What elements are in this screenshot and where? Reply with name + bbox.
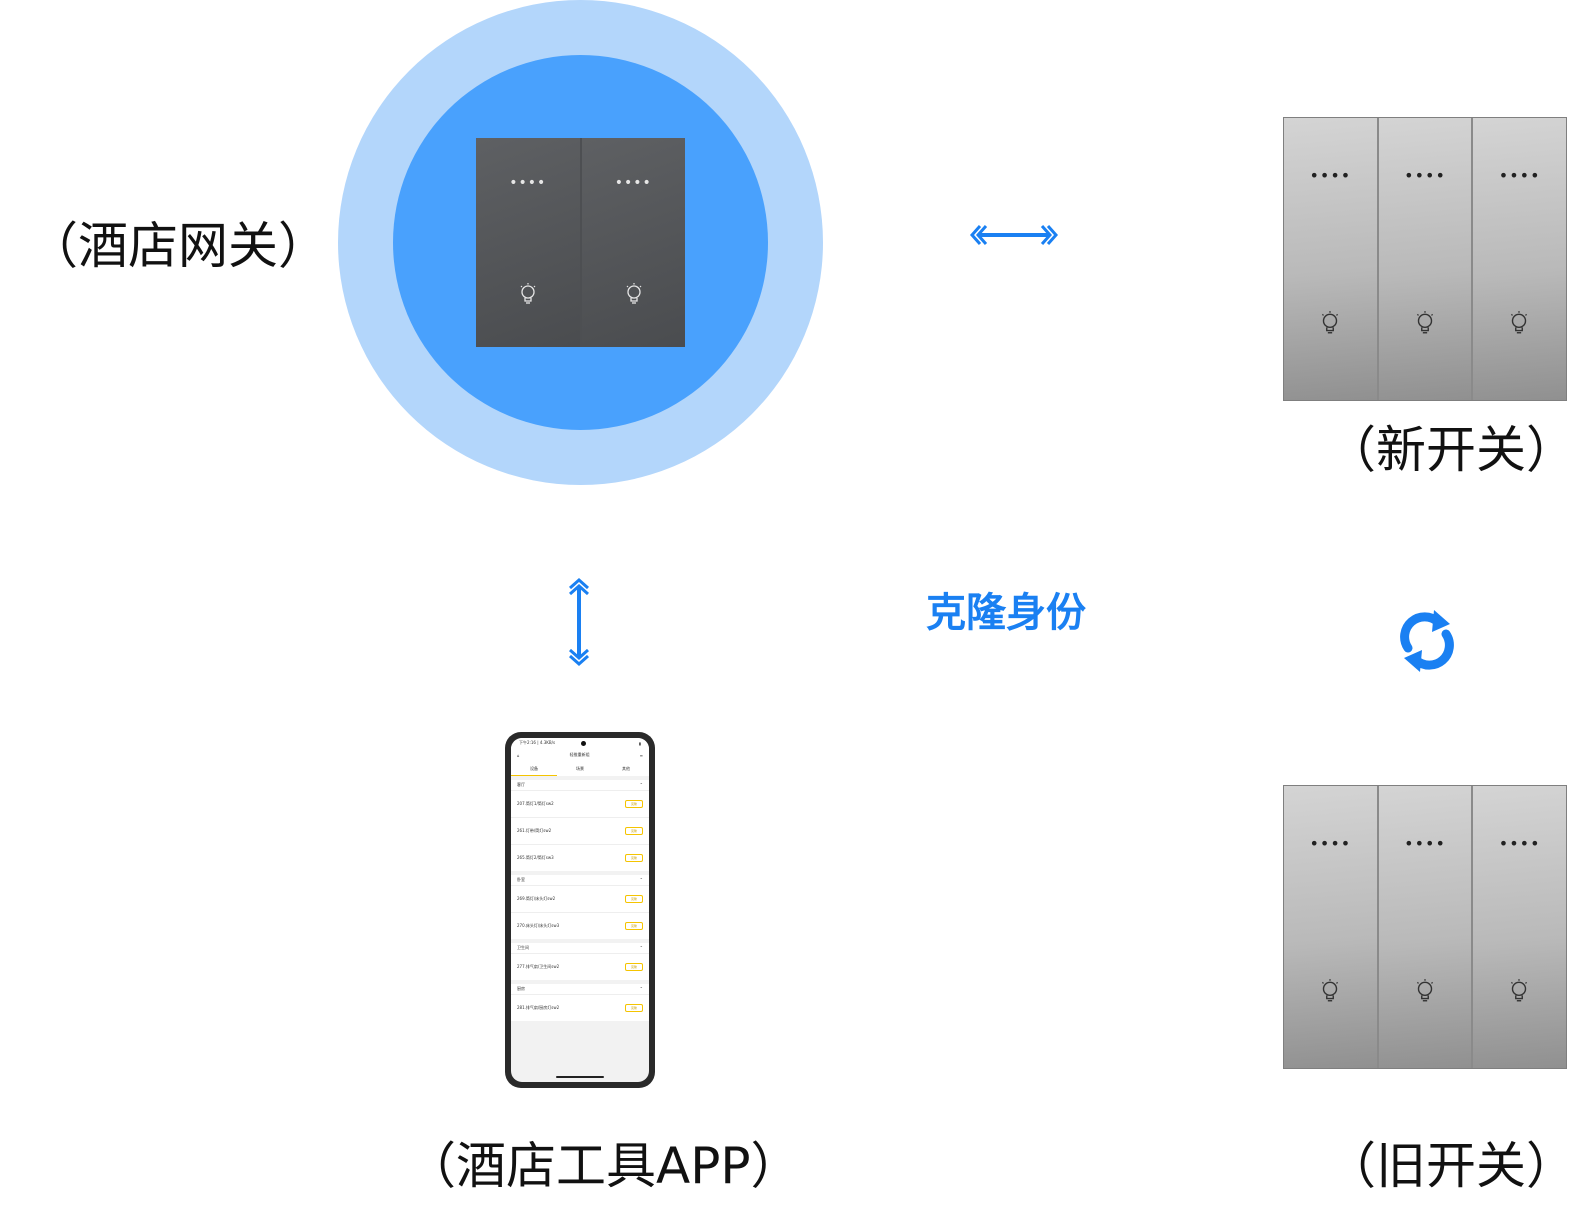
room-section: 厨房 ⌃ 281.排气扇/厨房灯sw2 克隆 xyxy=(511,984,649,1021)
home-indicator xyxy=(556,1076,604,1078)
bulb-icon xyxy=(626,283,641,304)
indicator-dots: •••• xyxy=(509,175,547,191)
old-switch-label: （旧开关） xyxy=(1326,1137,1576,1195)
bulb-icon xyxy=(1321,979,1339,1002)
phone-screen: 下午2:16 | 4.3KB/s ▮ ⌂ 轻推重新组 ≡ 设备 场景 其他 客厅… xyxy=(511,738,649,1082)
sync-icon xyxy=(1400,610,1454,672)
indicator-dots: •••• xyxy=(1498,834,1541,853)
bulb-icon xyxy=(1511,311,1528,334)
chevron-up-icon[interactable]: ⌃ xyxy=(639,945,643,950)
room-name: 客厅 xyxy=(517,782,525,787)
bulb-icon xyxy=(1416,311,1433,334)
app-title: 轻推重新组 xyxy=(569,752,590,757)
old-switch-key: •••• xyxy=(1473,786,1567,1068)
clone-identity-label: 克隆身份 xyxy=(926,590,1086,636)
new-switch-key: •••• xyxy=(1378,118,1472,400)
room-name: 卧室 xyxy=(517,877,525,882)
double-arrow-vertical-icon xyxy=(569,577,589,667)
bulb-icon xyxy=(1416,979,1433,1002)
list-item: 270.床头灯/床头灯sw3 克隆 xyxy=(511,912,649,939)
indicator-dots: •••• xyxy=(1309,834,1352,853)
tab-devices[interactable]: 设备 xyxy=(511,762,557,776)
gateway-switch-key-left: •••• xyxy=(476,138,580,347)
battery-icon: ▮ xyxy=(638,740,641,746)
new-switch-key: •••• xyxy=(1284,118,1377,400)
menu-icon[interactable]: ≡ xyxy=(639,752,643,758)
room-section: 卫生间 ⌃ 277.排气扇/卫生间sw2 克隆 xyxy=(511,943,649,980)
room-section: 卧室 ⌃ 269.筒灯/床头灯sw2 克隆 270.床头灯/床头灯sw3 克隆 xyxy=(511,875,649,939)
double-arrow-horizontal-icon xyxy=(969,225,1059,245)
status-time: 下午2:16 | 4.3KB/s xyxy=(519,740,556,745)
new-switch: •••• •••• •••• xyxy=(1283,117,1567,401)
indicator-dots: •••• xyxy=(1404,166,1446,185)
device-name: 270.床头灯/床头灯sw3 xyxy=(517,923,560,928)
gateway-switch-key-right: •••• xyxy=(581,138,685,347)
clone-button[interactable]: 克隆 xyxy=(624,963,643,971)
tab-scenes[interactable]: 场景 xyxy=(576,766,584,771)
room-name: 卫生间 xyxy=(517,945,529,950)
hotel-tool-app-phone: 下午2:16 | 4.3KB/s ▮ ⌂ 轻推重新组 ≡ 设备 场景 其他 客厅… xyxy=(505,732,655,1088)
clone-button[interactable]: 克隆 xyxy=(624,854,643,862)
app-tabs: 设备 场景 其他 xyxy=(511,762,649,776)
chevron-up-icon[interactable]: ⌃ xyxy=(639,782,643,787)
home-icon[interactable]: ⌂ xyxy=(517,752,520,758)
list-item: 207.筒灯1/筒灯sw2 克隆 xyxy=(511,790,649,817)
room-name: 厨房 xyxy=(517,986,525,991)
gateway-switch: •••• •••• xyxy=(476,138,685,347)
bulb-icon xyxy=(1321,311,1339,334)
list-item: 277.排气扇/卫生间sw2 克隆 xyxy=(511,953,649,980)
bulb-icon xyxy=(520,283,536,304)
clone-button[interactable]: 克隆 xyxy=(624,922,643,930)
new-switch-label: （新开关） xyxy=(1326,421,1576,479)
list-item: 265.筒灯2/筒灯sw3 克隆 xyxy=(511,844,649,871)
chevron-up-icon[interactable]: ⌃ xyxy=(639,986,643,991)
device-name: 265.筒灯2/筒灯sw3 xyxy=(517,855,554,860)
clone-button[interactable]: 克隆 xyxy=(624,800,643,808)
chevron-up-icon[interactable]: ⌃ xyxy=(639,877,643,882)
indicator-dots: •••• xyxy=(1309,166,1352,185)
device-name: 269.筒灯/床头灯sw2 xyxy=(517,896,556,901)
gateway-label: （酒店网关） xyxy=(28,217,328,275)
indicator-dots: •••• xyxy=(1498,166,1541,185)
old-switch-key: •••• xyxy=(1284,786,1377,1068)
list-item: 269.筒灯/床头灯sw2 克隆 xyxy=(511,885,649,912)
bulb-icon xyxy=(1511,979,1528,1002)
indicator-dots: •••• xyxy=(614,175,652,191)
device-name: 281.排气扇/厨房灯sw2 xyxy=(517,1005,560,1010)
device-name: 277.排气扇/卫生间sw2 xyxy=(517,964,560,969)
old-switch-key: •••• xyxy=(1378,786,1472,1068)
device-name: 207.筒灯1/筒灯sw2 xyxy=(517,801,554,806)
list-item: 261.灯带/筒灯sw2 克隆 xyxy=(511,817,649,844)
indicator-dots: •••• xyxy=(1404,834,1446,853)
app-title-bar: ⌂ 轻推重新组 ≡ xyxy=(511,748,649,762)
new-switch-key: •••• xyxy=(1473,118,1567,400)
clone-button[interactable]: 克隆 xyxy=(624,827,643,835)
tab-other[interactable]: 其他 xyxy=(622,766,630,771)
camera-dot xyxy=(581,741,586,746)
clone-button[interactable]: 克隆 xyxy=(624,1004,643,1012)
app-label: （酒店工具APP） xyxy=(406,1137,801,1195)
old-switch: •••• •••• •••• xyxy=(1283,785,1567,1069)
list-item: 281.排气扇/厨房灯sw2 克隆 xyxy=(511,994,649,1021)
clone-button[interactable]: 克隆 xyxy=(624,895,643,903)
phone-status-bar: 下午2:16 | 4.3KB/s ▮ xyxy=(511,738,649,748)
device-name: 261.灯带/筒灯sw2 xyxy=(517,828,552,833)
room-section: 客厅 ⌃ 207.筒灯1/筒灯sw2 克隆 261.灯带/筒灯sw2 克隆 265.筒… xyxy=(511,780,649,871)
